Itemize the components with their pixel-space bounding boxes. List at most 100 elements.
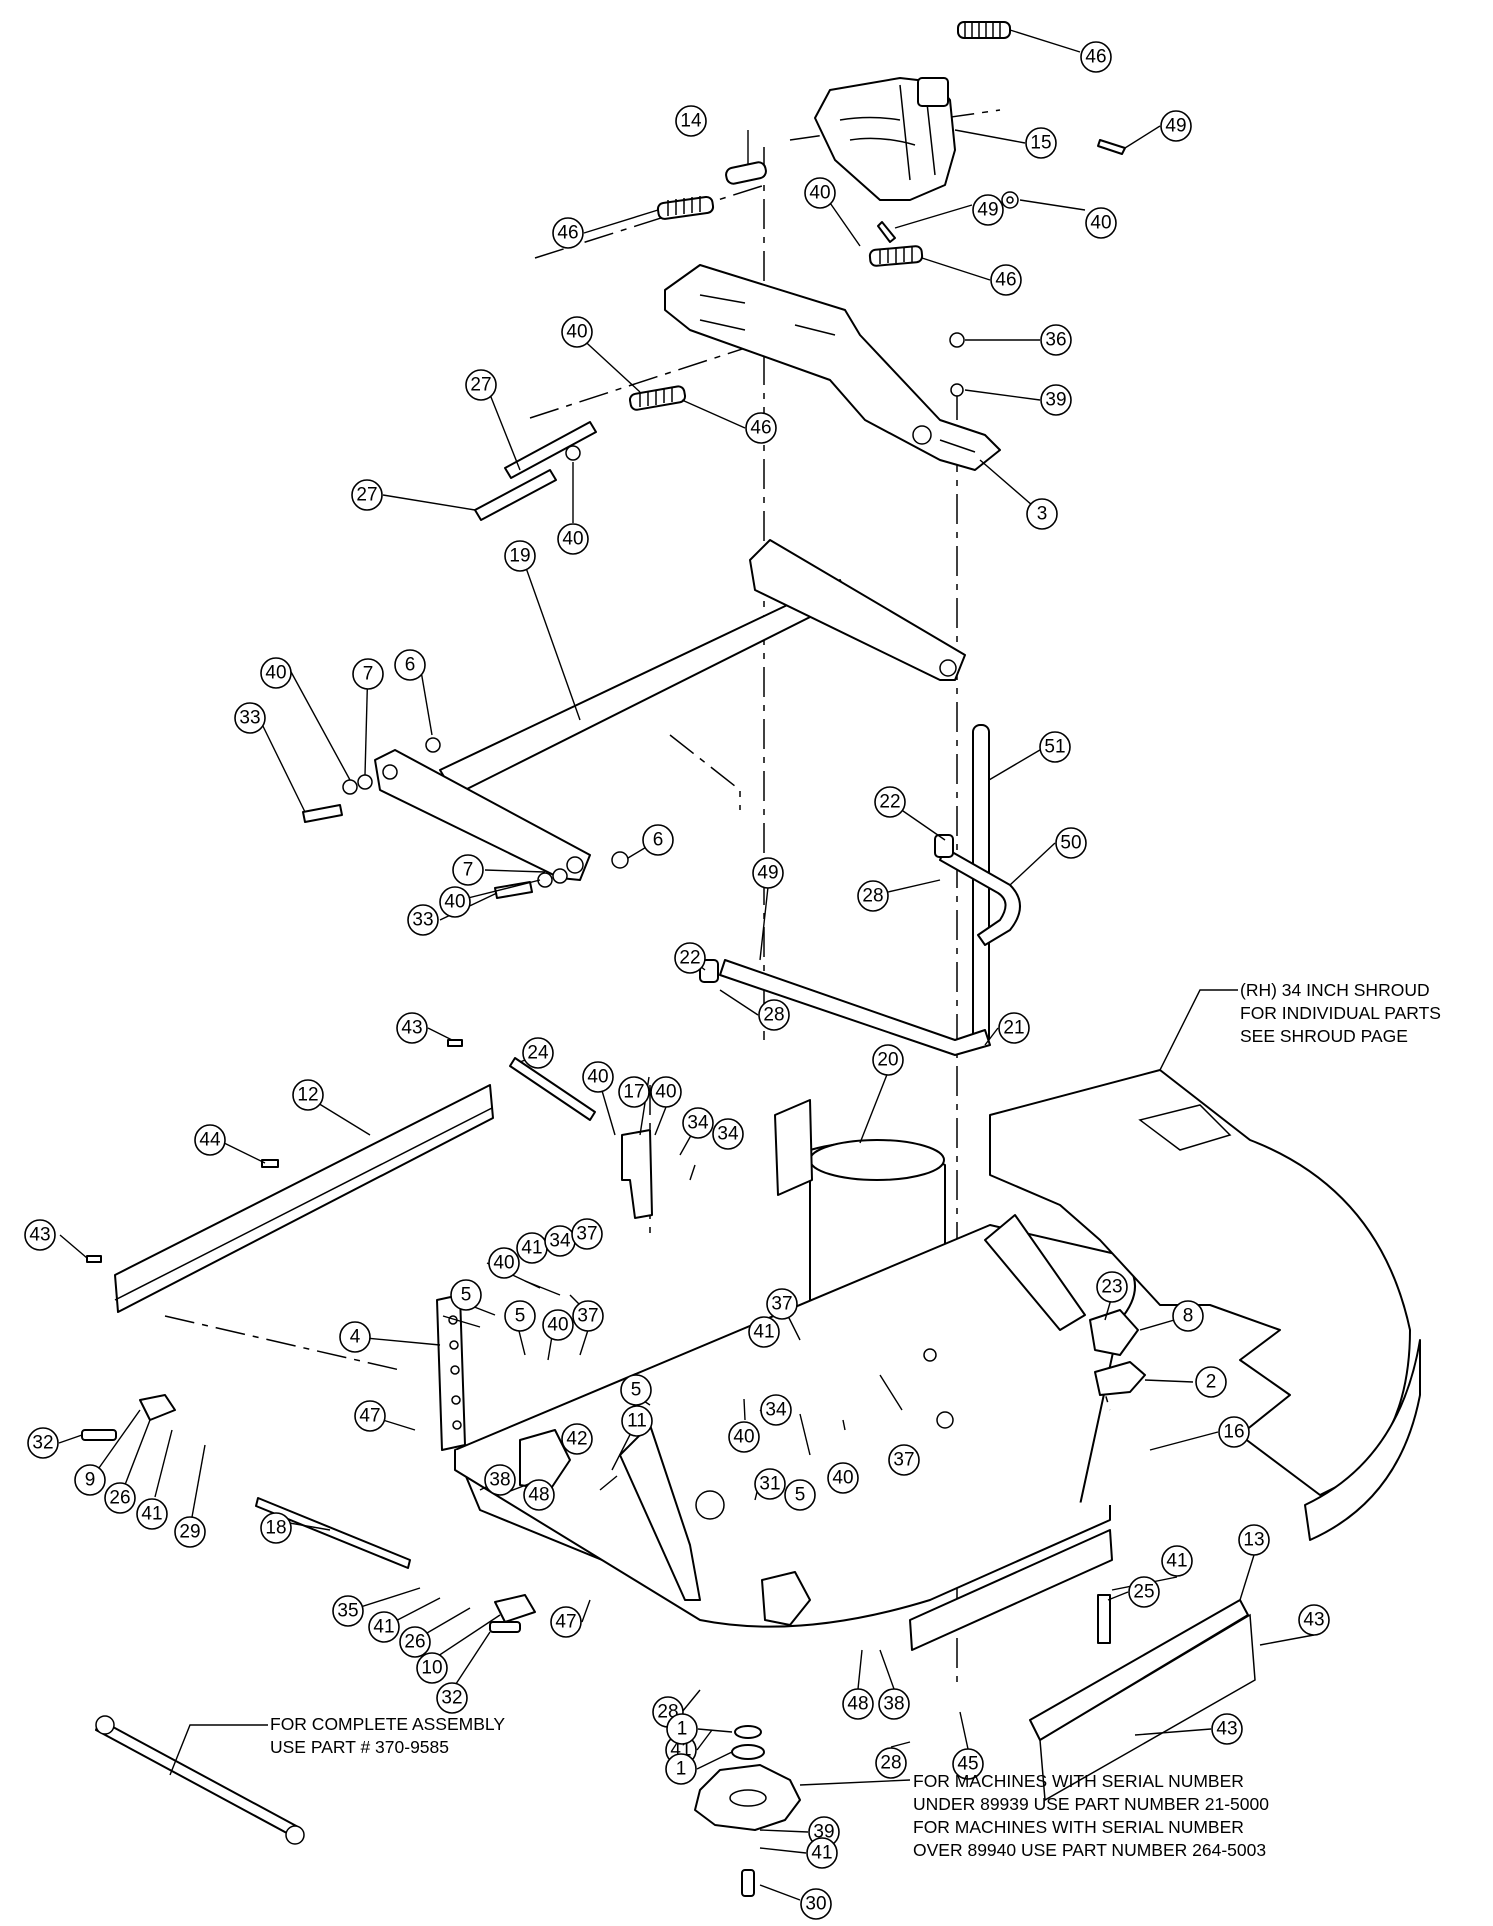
- callout-balloon: 15: [1025, 127, 1057, 159]
- callout-balloon: 43: [24, 1219, 56, 1251]
- callout-balloon: 41: [1161, 1545, 1193, 1577]
- callout-balloon: 40: [827, 1462, 859, 1494]
- svg-text:32: 32: [441, 1688, 462, 1709]
- svg-text:41: 41: [811, 1843, 832, 1864]
- callout-balloon: 49: [752, 857, 784, 889]
- svg-text:5: 5: [461, 1285, 472, 1306]
- svg-text:49: 49: [757, 863, 778, 884]
- svg-text:10: 10: [421, 1658, 442, 1679]
- callout-balloon: 41: [748, 1316, 780, 1348]
- callout-balloon: 32: [436, 1682, 468, 1714]
- svg-text:43: 43: [401, 1018, 422, 1039]
- svg-text:29: 29: [179, 1522, 200, 1543]
- callout-balloon: 33: [234, 702, 266, 734]
- svg-text:48: 48: [847, 1694, 868, 1715]
- callout-balloon: 40: [1085, 207, 1117, 239]
- svg-text:40: 40: [547, 1315, 568, 1336]
- callout-balloon: 46: [1080, 41, 1112, 73]
- callout-balloon: 11: [621, 1405, 653, 1437]
- callout-balloon: 30: [800, 1888, 832, 1920]
- callout-balloon: 21: [998, 1012, 1030, 1044]
- callout-balloon: 28: [758, 999, 790, 1031]
- svg-text:9: 9: [85, 1470, 96, 1491]
- callout-balloon: 40: [557, 523, 589, 555]
- svg-text:31: 31: [759, 1474, 780, 1495]
- callout-balloon: 35: [332, 1595, 364, 1627]
- svg-text:38: 38: [883, 1694, 904, 1715]
- callout-balloon: 41: [368, 1611, 400, 1643]
- svg-text:36: 36: [1045, 330, 1066, 351]
- nut-6-lower: [611, 851, 629, 869]
- svg-text:42: 42: [566, 1429, 587, 1450]
- shroud-note-line1: (RH) 34 INCH SHROUD: [1240, 980, 1430, 1000]
- callout-balloon: 48: [842, 1688, 874, 1720]
- sprocket-1: [694, 1764, 801, 1831]
- callout-balloon: 43: [1211, 1713, 1243, 1745]
- callout-balloon: 1: [666, 1713, 698, 1745]
- callout-balloon: 46: [990, 264, 1022, 296]
- svg-text:34: 34: [549, 1231, 571, 1252]
- svg-text:40: 40: [587, 1067, 608, 1088]
- callout-balloon: 34: [682, 1107, 714, 1139]
- callout-balloon: 41: [806, 1837, 838, 1869]
- svg-text:1: 1: [676, 1759, 687, 1780]
- rod-18: [255, 1497, 411, 1569]
- svg-text:47: 47: [555, 1612, 576, 1633]
- callout-balloon: 5: [620, 1374, 652, 1406]
- pin-27-lower: [474, 469, 557, 521]
- svg-text:14: 14: [680, 111, 702, 132]
- svg-text:26: 26: [404, 1632, 425, 1653]
- svg-text:27: 27: [470, 375, 491, 396]
- assembly-note-line1: FOR COMPLETE ASSEMBLY: [270, 1714, 505, 1734]
- brush-13: [1029, 1599, 1256, 1802]
- screw-44: [261, 1159, 279, 1168]
- callout-balloon: 14: [675, 105, 707, 137]
- serial-note-line2: UNDER 89939 USE PART NUMBER 21-5000: [913, 1794, 1269, 1814]
- svg-text:16: 16: [1223, 1422, 1244, 1443]
- shroud-note-line3: SEE SHROUD PAGE: [1240, 1026, 1408, 1046]
- spring-46-mid: [868, 245, 924, 267]
- svg-text:15: 15: [1030, 133, 1051, 154]
- callout-balloon: 47: [354, 1400, 386, 1432]
- callout-balloon: 23: [1096, 1271, 1128, 1303]
- callout-balloon: 48: [523, 1479, 555, 1511]
- bolt-32-left: [81, 1429, 117, 1441]
- svg-text:28: 28: [763, 1005, 784, 1026]
- pin-14: [725, 161, 767, 185]
- clip-49-top: [1097, 139, 1126, 155]
- callout-balloon: 17: [618, 1076, 650, 1108]
- svg-text:43: 43: [1303, 1610, 1324, 1631]
- frame-19: [374, 539, 966, 881]
- deck-16: [454, 1214, 1136, 1628]
- bolt-30: [741, 1869, 755, 1897]
- plate-2: [1094, 1361, 1146, 1396]
- svg-text:8: 8: [1183, 1306, 1194, 1327]
- shroud-note-line2: FOR INDIVIDUAL PARTS: [1240, 1003, 1441, 1023]
- callout-balloon: 13: [1238, 1524, 1270, 1556]
- svg-text:18: 18: [265, 1518, 286, 1539]
- svg-text:3: 3: [1037, 504, 1048, 525]
- callout-balloon: 34: [760, 1394, 792, 1426]
- svg-text:46: 46: [557, 223, 578, 244]
- callout-balloon: 40: [728, 1421, 760, 1453]
- callout-balloon: 45: [952, 1748, 984, 1780]
- callout-balloon: 40: [260, 657, 292, 689]
- knob-lower-center: [761, 1571, 811, 1626]
- callout-balloon: 41: [136, 1498, 168, 1530]
- svg-text:40: 40: [265, 663, 286, 684]
- svg-text:22: 22: [879, 792, 900, 813]
- callout-balloon: 28: [857, 880, 889, 912]
- svg-text:19: 19: [509, 546, 530, 567]
- callout-balloon: 37: [572, 1300, 604, 1332]
- svg-text:5: 5: [631, 1380, 642, 1401]
- ball-joint-22-upper: [934, 834, 954, 858]
- svg-text:40: 40: [566, 322, 587, 343]
- callout-balloon: 43: [396, 1012, 428, 1044]
- svg-text:5: 5: [515, 1306, 526, 1327]
- svg-text:7: 7: [463, 860, 474, 881]
- bolt-32-right: [489, 1621, 521, 1633]
- rod-end-10: [494, 1594, 536, 1623]
- svg-text:51: 51: [1044, 737, 1065, 758]
- notes: (RH) 34 INCH SHROUD FOR INDIVIDUAL PARTS…: [270, 980, 1441, 1860]
- callout-balloon: 42: [561, 1423, 593, 1455]
